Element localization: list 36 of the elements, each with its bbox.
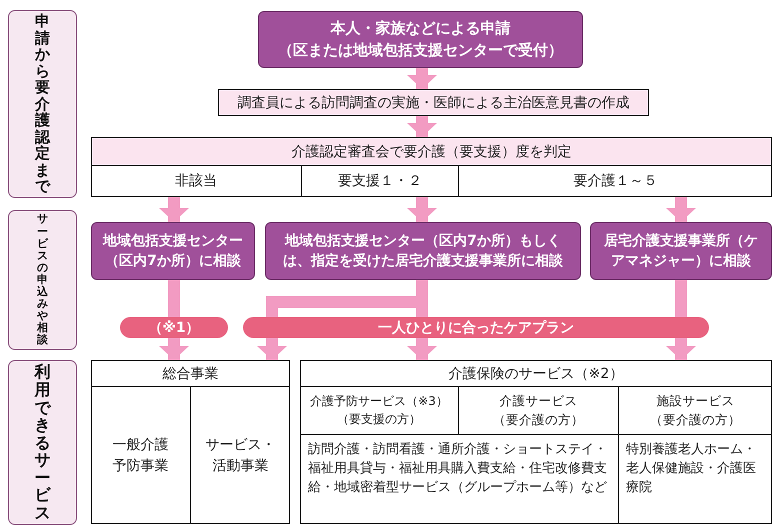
table-cell: 施設サービス （要介護の方） — [618, 386, 772, 434]
section-label: 利用できるサービス — [34, 363, 50, 522]
section-label: 申請から要介護認定まで — [35, 13, 50, 195]
section-label-box — [8, 360, 77, 525]
table-cell: 介護予防サービス（※3） （要支援の方） — [300, 386, 458, 434]
process-box: 居宅介護支援事業所（ケアマネジャー）に相談 — [590, 222, 772, 280]
table-cell: 訪問介護・訪問看護・通所介護・ショートステイ・福祉用具貸与・福祉用具購入費支給・住宅改修費支給・地域密着型サービス（グループホーム等）など — [300, 434, 618, 524]
table-box — [300, 360, 772, 524]
arrow — [407, 338, 437, 360]
table-box — [91, 360, 290, 524]
table-box — [91, 137, 772, 197]
table-cell: サービス・活動事業 — [190, 386, 290, 524]
arrow — [666, 197, 696, 222]
arrow — [159, 338, 189, 360]
table-cell: 一般介護予防事業 — [91, 386, 190, 524]
arrow — [257, 338, 287, 360]
section-label: サービスの申込みや相談 — [37, 213, 48, 347]
table-cell: 介護サービス （要介護の方） — [458, 386, 618, 434]
arrow — [159, 197, 189, 222]
process-box: 本人・家族などによる申請 （区または地域包括支援センターで受付） — [258, 11, 583, 68]
arrow — [666, 338, 696, 360]
table-cell: 非該当 — [91, 165, 301, 197]
banner: （※1） — [120, 317, 228, 338]
arrow — [407, 197, 437, 222]
banner: 一人ひとりに合ったケアプラン — [243, 317, 709, 338]
table-cell: 特別養護老人ホーム・老人保健施設・介護医療院 — [618, 434, 772, 524]
process-box: 地域包括支援センター（区内7か所）もしくは、指定を受けた居宅介護支援事業所に相談 — [265, 222, 581, 280]
process-box: 調査員による訪問調査の実施・医師による主治医意見書の作成 — [218, 89, 649, 116]
section-label-box — [8, 210, 77, 350]
table-header: 介護認定審査会で要介護（要支援）度を判定 — [92, 138, 771, 166]
arrow — [407, 68, 437, 89]
table-cell: 要支援１・２ — [301, 165, 458, 197]
section-label-box — [8, 10, 77, 198]
process-box: 地域包括支援センター（区内7か所）に相談 — [91, 222, 255, 280]
table-cell: 要介護１～５ — [458, 165, 772, 197]
arrow — [407, 116, 437, 137]
